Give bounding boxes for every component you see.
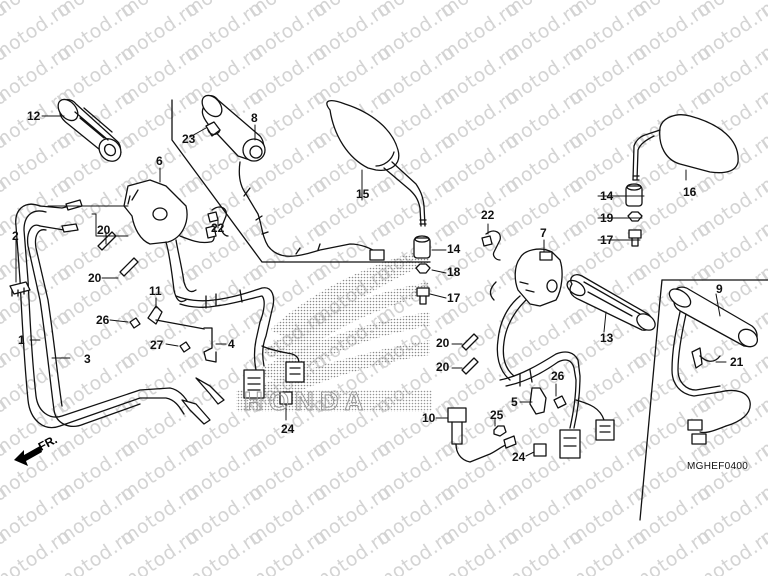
heated-grip-9 [668,286,759,445]
left-switch-6 [123,179,217,303]
callout-21: 21 [730,355,744,369]
callout-19: 19 [600,211,614,225]
throttle-grip-13 [566,274,656,331]
callout-7: 7 [540,226,547,240]
bracket-4-and-clip-11 [129,305,217,363]
callout-24-b: 24 [512,450,526,464]
callout-17-b: 17 [600,233,614,247]
spacer-nut-bolt-stack-left [413,235,431,305]
clamp-2 [9,281,31,297]
heated-grip-8 [201,94,385,261]
callout-11: 11 [149,284,162,298]
callout-3: 3 [84,352,91,366]
callout-1: 1 [18,333,25,347]
callout-13: 13 [600,331,614,345]
callout-5: 5 [511,395,518,409]
callout-6: 6 [156,154,163,168]
throttle-cables [15,199,225,429]
callout-26-a: 26 [96,313,110,327]
callout-8: 8 [251,111,258,125]
callout-14-a: 14 [447,242,461,256]
leader-lines [15,115,727,457]
callout-27: 27 [150,338,164,352]
callout-22-b: 22 [481,208,495,222]
callout-25: 25 [490,408,504,422]
callout-17-a: 17 [447,291,461,305]
connector-10 [447,407,517,463]
callout-20-d: 20 [436,360,450,374]
callout-20-b: 20 [88,271,102,285]
callout-24-a: 24 [281,422,295,436]
callout-20-c: 20 [436,336,450,350]
spacer-nut-bolt-stack-right [625,183,643,247]
guide-23 [205,121,221,137]
callout-15: 15 [356,187,370,201]
bracket-5 [529,387,567,415]
mirror-15 [326,99,427,227]
front-direction-arrow [14,446,42,466]
callout-9: 9 [716,282,723,296]
right-switch-7 [489,248,563,381]
callout-22-a: 22 [211,221,225,235]
callout-26-b: 26 [551,369,565,383]
mirror-16 [632,114,739,181]
callout-4: 4 [228,337,235,351]
honda-logo-text: HONDA [243,386,370,417]
left-harness [175,287,305,405]
clips-22 [207,206,501,261]
callout-20-a: 20 [97,223,111,237]
callout-12: 12 [27,109,41,123]
grommet-25 [493,425,507,437]
callout-10: 10 [422,411,436,425]
screws-left [97,231,139,277]
right-harness [499,351,615,459]
diagram-reference-code: MGHEF0400 [687,461,749,472]
callout-23: 23 [182,132,196,146]
group-boundary-right [639,279,663,521]
callout-18: 18 [447,265,461,279]
callout-2: 2 [12,229,19,243]
callout-16: 16 [683,185,697,199]
grip-12 [57,98,122,162]
callout-14-b: 14 [600,189,614,203]
group-boundary-left [171,99,431,263]
screws-right [461,333,479,375]
